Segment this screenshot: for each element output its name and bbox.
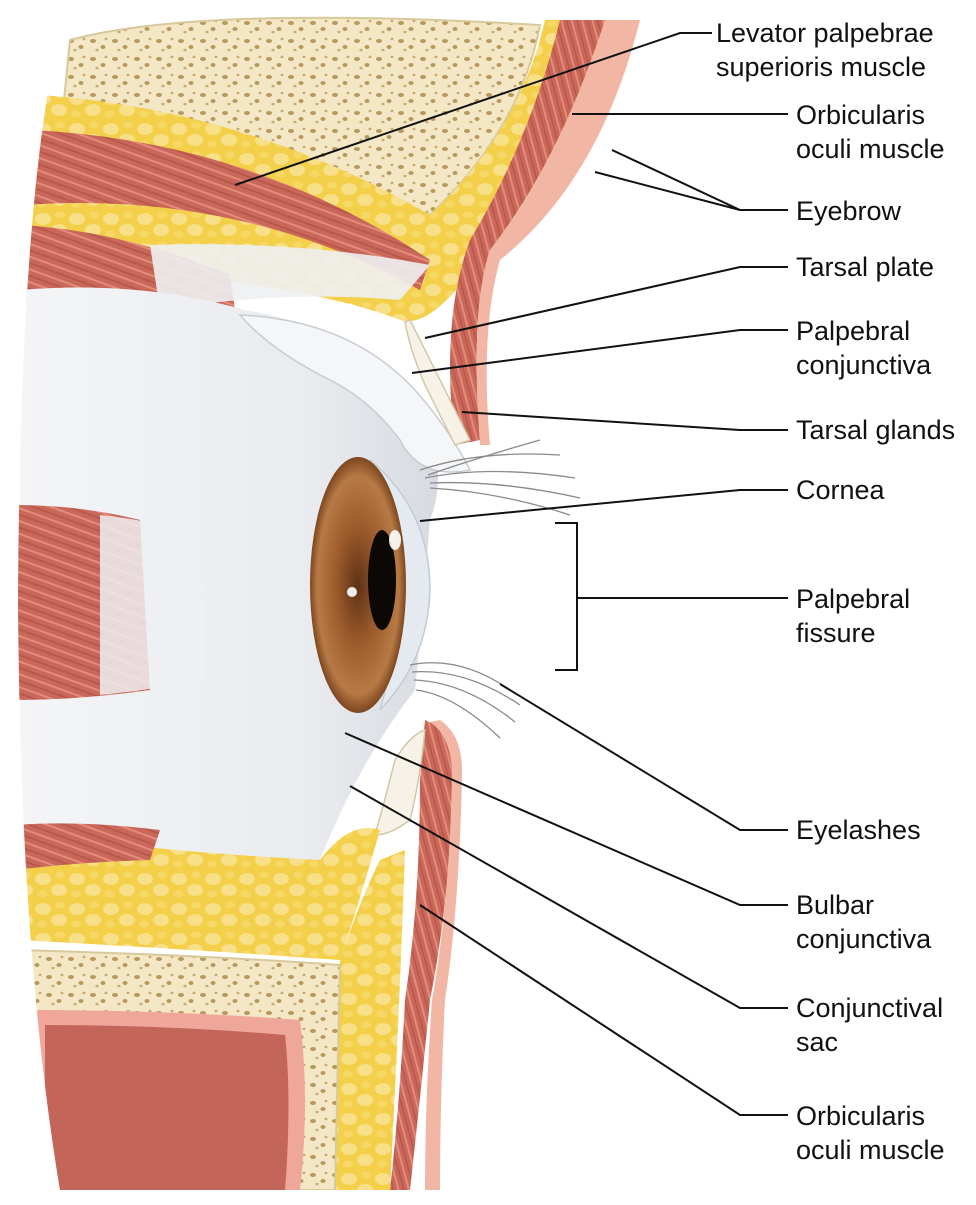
leader-lines [234, 32, 788, 1116]
leader-orbicularis-bottom [419, 904, 788, 1116]
label-palpebral-conjunctiva: Palpebral conjunctiva [796, 316, 932, 380]
label-eyelashes: Eyelashes [796, 815, 921, 845]
label-levator: Levator palpebrae superioris muscle [716, 18, 934, 82]
leader-cornea [419, 489, 788, 522]
orbicularis-upper [450, 20, 605, 445]
leader-levator [234, 32, 712, 186]
label-cornea: Cornea [796, 475, 885, 505]
label-orbicularis-bottom: Orbicularis oculi muscle [796, 1101, 945, 1165]
upper-eyelashes [419, 439, 581, 516]
leader-tarsal-plate [424, 266, 788, 339]
leader-bulbar-conj [344, 732, 788, 906]
leader-tarsal-glands [461, 411, 788, 431]
pupil [368, 530, 396, 630]
label-tarsal-plate: Tarsal plate [796, 252, 935, 282]
leader-eyelashes [499, 683, 788, 831]
lower-skin [425, 720, 462, 1190]
inferior-rectus [18, 823, 160, 870]
lower-tarsal-plate [374, 728, 426, 836]
label-conjunctival-sac: Conjunctival sac [796, 993, 944, 1057]
label-eyebrow: Eyebrow [796, 196, 902, 226]
label-palpebral-fissure: Palpebral fissure [796, 584, 911, 648]
iris [310, 457, 406, 713]
label-tarsal-glands: Tarsal glands [796, 415, 956, 445]
label-bulbar-conjunctiva: Bulbar conjunctiva [796, 890, 932, 954]
label-orbicularis-top: Orbicularis oculi muscle [796, 100, 945, 164]
leader-palpebral-conj [411, 329, 788, 374]
lower-eyelashes [409, 662, 521, 739]
leader-eyebrow-b [594, 171, 741, 211]
upper-skin [476, 20, 640, 445]
levator-muscle-band [25, 130, 430, 290]
eyeball [20, 287, 438, 860]
tissue-group [18, 16, 640, 1190]
leader-fissure-bracket [555, 522, 578, 671]
leader-eyebrow-a [611, 149, 788, 211]
upper-tarsal-plate [404, 319, 472, 446]
leader-conj-sac [349, 785, 788, 1009]
